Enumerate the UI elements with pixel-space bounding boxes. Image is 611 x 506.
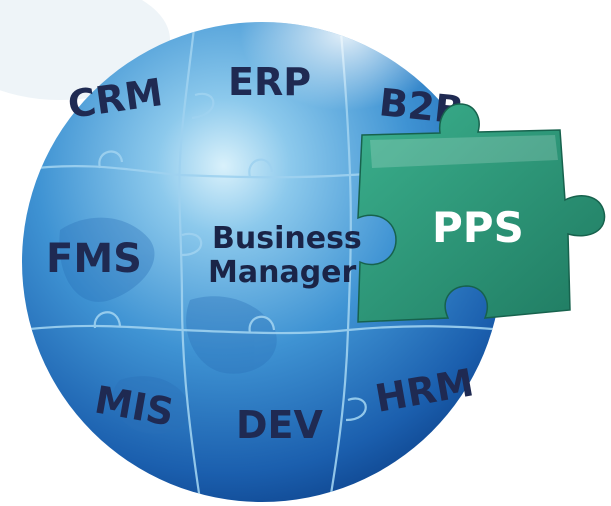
puzzle-label-erp: ERP: [228, 60, 311, 104]
puzzle-label-dev: DEV: [236, 403, 324, 447]
continent-shapes: [59, 217, 277, 434]
pps-puzzle-piece: [357, 103, 606, 323]
center-piece-label-line1: Business: [212, 221, 362, 256]
center-piece-label-line2: Manager: [208, 255, 357, 290]
pps-piece-shape: [357, 103, 606, 323]
pps-piece-label: PPS: [432, 203, 524, 252]
puzzle-label-fms: FMS: [46, 236, 142, 282]
